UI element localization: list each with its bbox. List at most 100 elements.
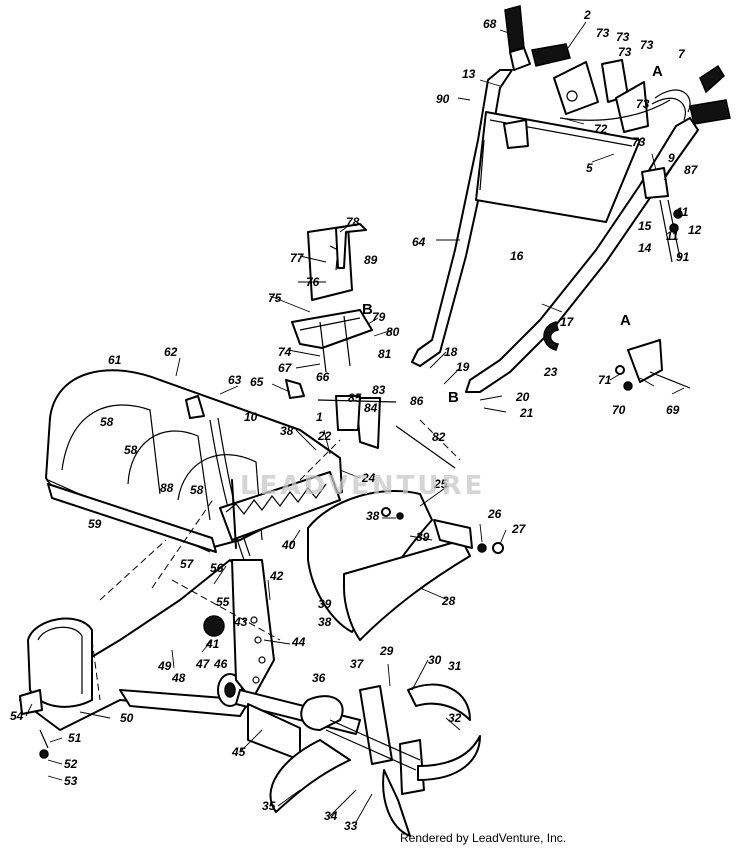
handle-assembly [411,5,731,393]
callout-label: 73 [616,30,630,44]
callout-label: 43 [233,615,248,629]
callout-label: 57 [180,557,195,571]
callout-label: 18 [444,345,458,359]
callout-label: 82 [432,430,446,444]
callout-label: 24 [361,471,376,485]
callout-label: 30 [428,653,442,667]
callout-label: 28 [441,594,456,608]
callout-label: 75 [268,291,282,305]
callout-label: 70 [612,403,626,417]
callout-label: 34 [324,809,338,823]
callout-label: 91 [676,250,690,264]
callout-label: 19 [456,360,470,374]
callout-label: 59 [88,517,102,531]
callout-label: 52 [64,757,78,771]
callout-label: 42 [269,569,284,583]
callout-label: 71 [598,373,612,387]
callout-label: 50 [120,711,134,725]
callout-label: 39 [416,530,430,544]
callout-label: 74 [278,345,292,359]
callout-label: 49 [157,659,172,673]
callout-label: 20 [515,390,530,404]
callout-label: 47 [195,657,211,671]
callout-label: 78 [346,215,360,229]
callout-label: 51 [68,731,82,745]
callout-label: 85 [348,391,362,405]
callout-label: 37 [350,657,365,671]
callout-label: 62 [164,345,178,359]
callout-label: 73 [618,45,632,59]
callout-label: 79 [372,310,386,324]
section-marker: A [620,312,631,329]
callout-label: 61 [108,353,122,367]
callout-label: 9 [668,151,675,165]
section-marker: B [448,389,459,406]
tine-shield [45,369,343,561]
callout-label: 87 [684,163,699,177]
callout-label: 13 [462,67,476,81]
callout-label: 17 [560,315,575,329]
callout-label: 53 [64,774,78,788]
callout-label: 88 [160,481,174,495]
callout-label: 73 [640,38,654,52]
callout-label: 38 [366,509,380,523]
callout-label: 73 [632,135,646,149]
callout-label: 15 [638,219,652,233]
callout-label: 38 [280,424,294,438]
callout-label: 58 [100,415,114,429]
callout-label: 38 [318,615,332,629]
callout-label: 22 [317,429,332,443]
side-shield [307,490,504,641]
callout-label: 67 [278,361,293,375]
callout-label: 68 [483,17,497,31]
callout-label: 72 [594,122,608,136]
section-marker: B [362,301,373,318]
callout-label: 80 [386,325,400,339]
callout-label: 55 [216,595,230,609]
rotor-tines [219,471,341,541]
callout-label: 39 [318,597,332,611]
callout-label: 90 [436,92,450,106]
callout-label: 58 [124,443,138,457]
lever-bracket-a [615,339,691,391]
callout-label: 41 [205,637,220,651]
callout-label: 83 [372,383,386,397]
callout-label: 48 [171,671,186,685]
callout-label: 32 [448,711,462,725]
callout-label: 23 [543,365,558,379]
reference-lines [91,419,461,701]
callout-label: 14 [638,241,652,255]
callout-label: 89 [364,253,378,267]
callout-label: 36 [312,671,326,685]
callout-label: 84 [364,401,378,415]
tine-assembly [269,683,481,837]
transmission-housing [19,559,275,759]
callout-label: 44 [291,635,306,649]
callout-label: 40 [281,538,296,552]
callout-label: 73 [596,26,610,40]
callout-label: 21 [519,406,534,420]
callout-label: 31 [448,659,462,673]
callout-label: 58 [190,483,204,497]
render-credit: Rendered by LeadVenture, Inc. [400,831,567,845]
callout-label: 54 [10,709,24,723]
callout-label: 69 [666,403,680,417]
section-marker: A [652,63,663,80]
callout-label: 46 [213,657,228,671]
callout-label: 2 [583,8,591,22]
callout-label: 7 [678,47,686,61]
callout-label: 12 [688,223,702,237]
leader-lines [25,21,685,823]
callout-label: 29 [379,644,394,658]
depth-bar-bracket [285,223,456,469]
callout-label: 11 [666,229,679,243]
callout-label: 81 [378,347,392,361]
callout-label: 77 [290,251,305,265]
callout-label: 64 [412,235,426,249]
callout-label: 11 [676,205,689,219]
callout-label: 10 [244,410,258,424]
callout-label: 16 [510,249,524,263]
callout-label: 63 [228,373,242,387]
callout-label: 45 [231,745,246,759]
